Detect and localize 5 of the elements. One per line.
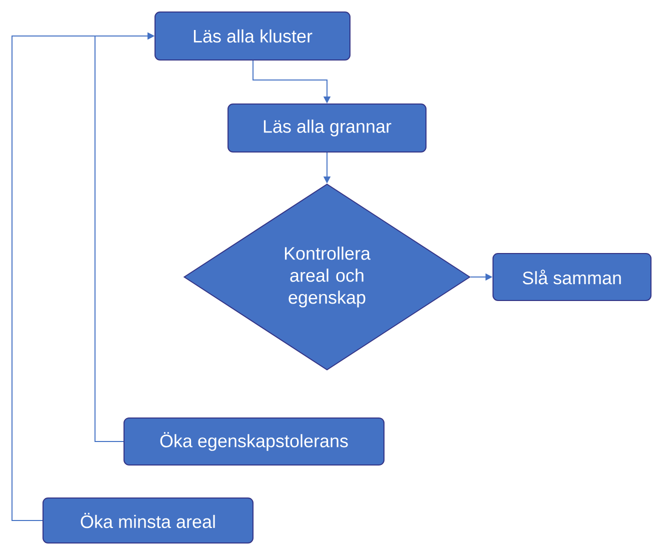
- process-box: Läs alla kluster: [154, 12, 350, 60]
- process-box: Läs alla grannar: [228, 104, 426, 152]
- process-box: Öka minsta areal: [42, 498, 254, 544]
- process-box: Slå samman: [492, 253, 652, 301]
- process-box: Öka egenskapstolerans: [124, 418, 384, 466]
